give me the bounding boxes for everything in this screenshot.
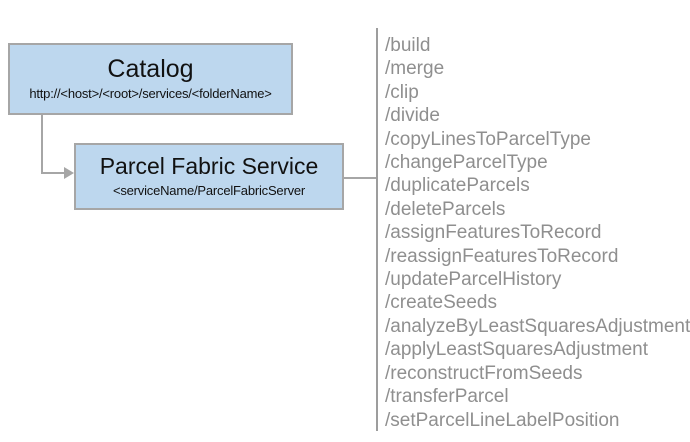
endpoint-item: /reassignFeaturesToRecord (385, 245, 619, 267)
catalog-box: Catalog http://<host>/<root>/services/<f… (8, 43, 293, 115)
catalog-url-template: http://<host>/<root>/services/<folderNam… (29, 86, 272, 102)
endpoint-item: /assignFeaturesToRecord (385, 222, 602, 244)
endpoint-item: /setParcelLineLabelPosition (385, 409, 620, 431)
arrowhead-icon (64, 167, 74, 179)
endpoint-item: /copyLinesToParcelType (385, 128, 591, 150)
service-to-endpoints-line (344, 177, 376, 179)
service-name-template: <serviceName/ParcelFabricServer (112, 182, 306, 198)
connector-elbow-horizontal (41, 172, 66, 174)
catalog-title: Catalog (107, 54, 194, 83)
endpoint-item: /clip (385, 81, 419, 103)
endpoint-item: /duplicateParcels (385, 175, 530, 197)
service-title: Parcel Fabric Service (99, 153, 319, 180)
endpoint-item: /build (385, 35, 431, 56)
endpoint-item: /analyzeByLeastSquaresAdjustment (385, 315, 690, 337)
connector-elbow-vertical (41, 115, 43, 174)
endpoint-item: /deleteParcels (385, 198, 506, 220)
endpoint-item: /divide (385, 105, 440, 127)
endpoint-list: /build/merge/clip/divide/copyLinesToParc… (385, 34, 690, 432)
endpoint-item: /createSeeds (385, 292, 497, 314)
endpoint-item: /applyLeastSquaresAdjustment (385, 339, 648, 361)
parcel-fabric-service-box: Parcel Fabric Service <serviceName/Parce… (74, 143, 344, 210)
endpoint-separator-line (376, 28, 378, 431)
endpoint-item: /reconstructFromSeeds (385, 362, 583, 384)
endpoint-item: /updateParcelHistory (385, 269, 562, 291)
endpoint-item: /merge (385, 58, 445, 80)
endpoint-item: /transferParcel (385, 386, 509, 408)
endpoint-item: /changeParcelType (385, 152, 548, 174)
